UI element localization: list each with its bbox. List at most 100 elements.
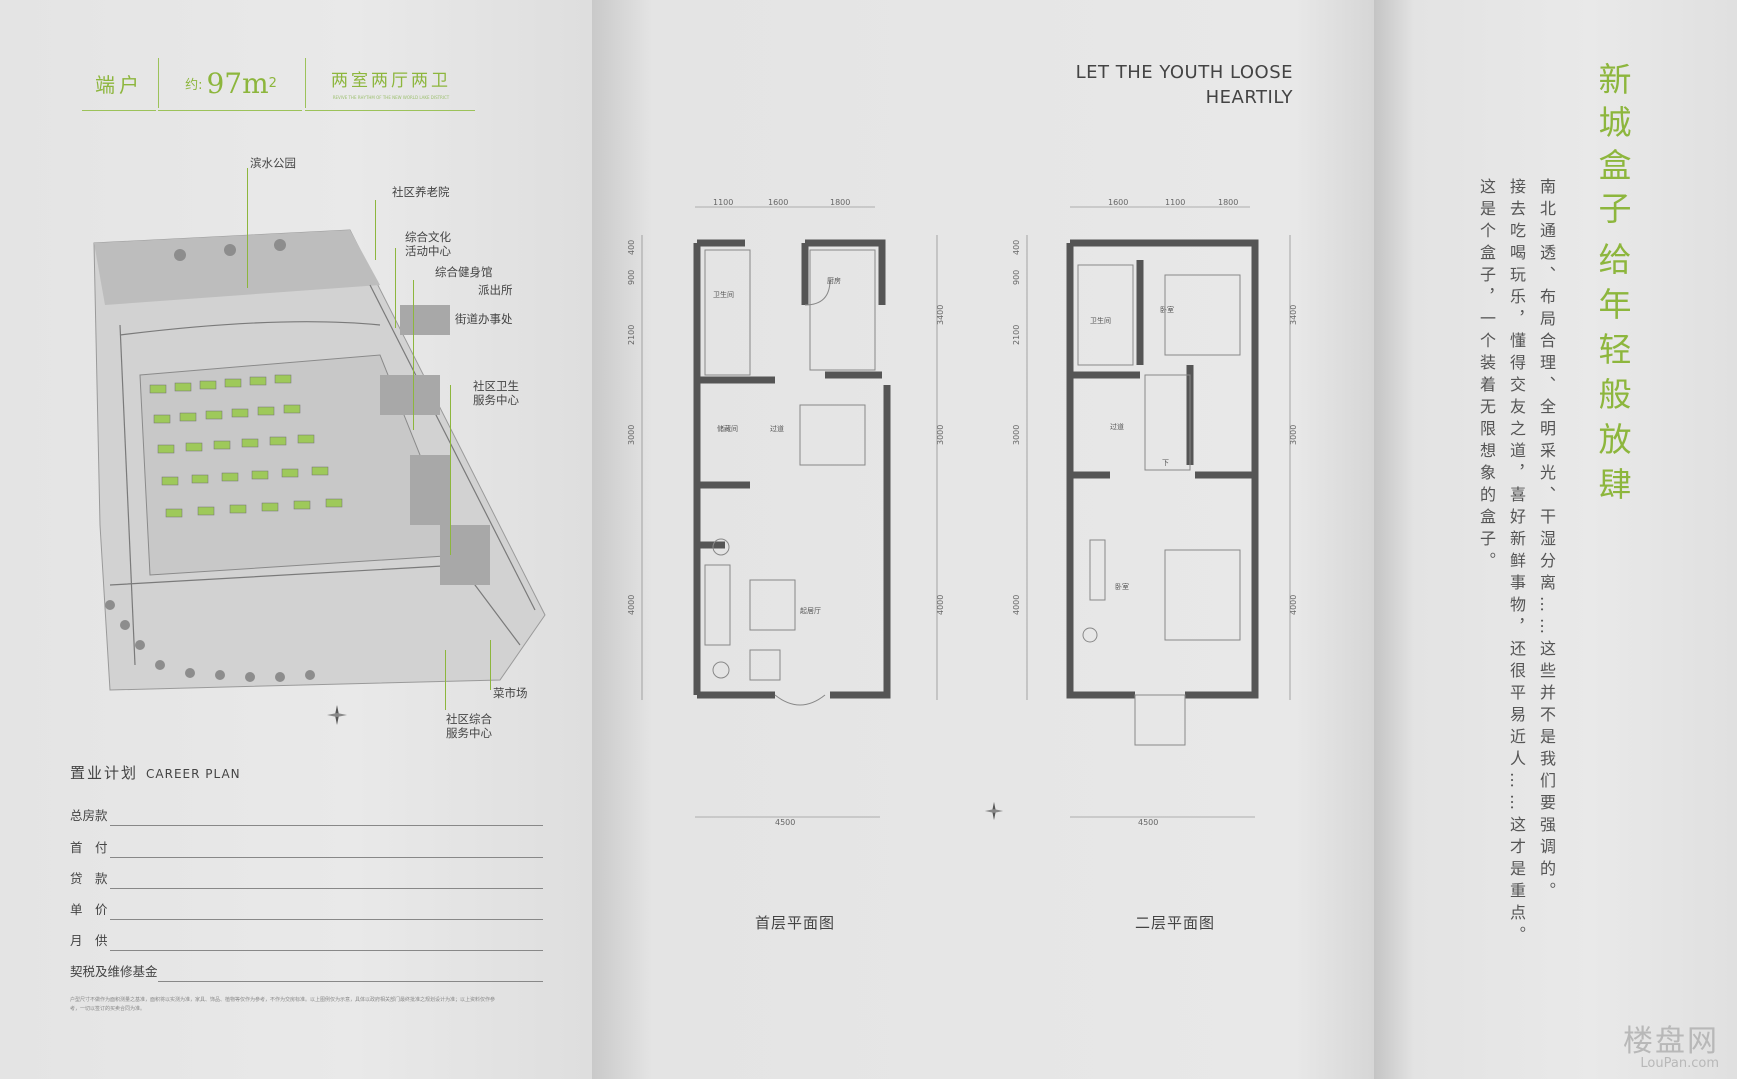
header-rule [305, 110, 475, 111]
upper-dim-left-3: 2100 [1012, 325, 1021, 345]
upper-dim-bottom: 4500 [1138, 818, 1158, 827]
callout-line [247, 168, 248, 288]
callout-line [450, 385, 451, 555]
room-label: 过道 [770, 424, 784, 433]
upper-floor-plan: 1600 1100 1800 4500 400 900 2100 3000 40… [1012, 198, 1298, 827]
vertical-body-1: 南北通透、布局合理、全明采光、干湿分离……这些并不是我们要强调的。 [1537, 178, 1556, 904]
fill-line [110, 950, 543, 951]
ground-floor-plan: 1100 1600 1800 4500 400 900 2100 3000 40… [627, 198, 945, 827]
callout-line [413, 280, 414, 430]
ground-dim-top-3: 1800 [830, 198, 850, 207]
ground-dim-left-3: 2100 [627, 325, 636, 345]
layout-subtext: REVIVE THE RHYTHM OF THE NEW WORLD LAKE … [332, 95, 450, 100]
ground-dim-right-1: 3400 [936, 305, 945, 325]
site-plan-illustration [93, 229, 546, 691]
area-value: 97m [206, 66, 269, 100]
slogan: LET THE YOUTH LOOSE HEARTILY [1000, 60, 1293, 110]
ground-dim-left-5: 4000 [627, 595, 636, 615]
ground-dim-left-4: 3000 [627, 425, 636, 445]
vertical-title-2: 给年轻般放肆 [1593, 242, 1632, 512]
upper-dim-left-1: 400 [1012, 240, 1021, 255]
room-label: 厨房 [827, 276, 841, 285]
callout-line [395, 248, 396, 328]
compass-icon [327, 705, 347, 725]
career-row-label: 贷 款 [70, 871, 108, 886]
room-label: 储藏间 [717, 424, 738, 433]
career-row-down-payment: 首 付 [70, 838, 543, 858]
slogan-line1: LET THE YOUTH LOOSE [1075, 62, 1293, 83]
room-label: 过道 [1110, 422, 1124, 431]
fill-line [110, 919, 543, 920]
callout-line [490, 640, 491, 690]
ground-floor-caption: 首层平面图 [755, 914, 836, 932]
slogan-line2: HEARTILY [1205, 87, 1293, 108]
callout-service-center: 社区综合 服务中心 [446, 712, 492, 740]
ground-dim-right-2: 3000 [936, 425, 945, 445]
career-title-en: CAREER PLAN [146, 767, 241, 781]
header-rule [82, 110, 156, 111]
upper-dim-left-4: 3000 [1012, 425, 1021, 445]
ground-dim-right-3: 4000 [936, 595, 945, 615]
area-prefix: 约: [185, 77, 203, 93]
upper-dim-right-2: 3000 [1289, 425, 1298, 445]
callout-market: 菜市场 [493, 686, 528, 700]
layout-text: 两室两厅两卫 [331, 71, 451, 91]
callout-line [445, 650, 446, 710]
watermark: 楼盘网 LouPan.com [1623, 1016, 1719, 1071]
room-label: 下 [1162, 459, 1169, 467]
ground-dim-left-2: 900 [627, 270, 636, 285]
upper-dim-left-2: 900 [1012, 270, 1021, 285]
callout-line [375, 200, 376, 260]
fill-line [158, 981, 543, 982]
room-label: 卫生间 [713, 290, 734, 299]
career-row-label: 单 价 [70, 902, 108, 917]
vertical-title-1: 新城盒子 [1593, 62, 1632, 234]
ground-dim-top-2: 1600 [768, 198, 788, 207]
career-row-loan: 贷 款 [70, 869, 543, 889]
career-row-monthly: 月 供 [70, 931, 543, 951]
upper-dim-right-1: 3400 [1289, 305, 1298, 325]
upper-floor-caption: 二层平面图 [1135, 914, 1216, 932]
upper-dim-top-1: 1600 [1108, 198, 1128, 207]
career-row-label: 月 供 [70, 933, 108, 948]
watermark-text: 楼盘网 [1623, 1024, 1719, 1059]
fill-line [110, 825, 543, 826]
career-row-label: 总房款 [70, 808, 108, 823]
career-row-unit-price: 单 价 [70, 900, 543, 920]
callout-nursing-home: 社区养老院 [392, 185, 450, 199]
room-label: 卧室 [1115, 582, 1129, 591]
career-row-tax-fund: 契税及维修基金 [70, 962, 543, 982]
callout-gym: 综合健身馆 [435, 265, 493, 279]
vertical-body-2: 接去吃喝玩乐，懂得交友之道，喜好新鲜事物，还很平易近人……这才是重点。 [1507, 178, 1526, 948]
upper-dim-right-3: 4000 [1289, 595, 1298, 615]
disclaimer-text: 户型尺寸不做作为面积测量之基准，面积将以实测为准，家具、饰品、植物等仅作为参考，… [70, 997, 496, 1012]
vertical-body-3: 这是个盒子，一个装着无限想象的盒子。 [1477, 178, 1496, 574]
watermark-url: LouPan.com [1640, 1056, 1719, 1071]
ground-dim-top-1: 1100 [713, 198, 733, 207]
ground-dim-left-1: 400 [627, 240, 636, 255]
callout-waterfront-park: 滨水公园 [250, 156, 296, 170]
compass-icon [984, 801, 1004, 821]
header-rule [158, 110, 302, 111]
right-panel [1374, 0, 1737, 1079]
career-plan-title: 置业计划 CAREER PLAN [70, 762, 241, 783]
unit-type-label: 端户 [95, 72, 143, 97]
career-row-label: 契税及维修基金 [70, 964, 158, 979]
room-label: 起居厅 [800, 607, 821, 615]
callout-culture-center: 综合文化 活动中心 [405, 230, 451, 258]
layout-label: 两室两厅两卫 REVIVE THE RHYTHM OF THE NEW WORL… [305, 58, 476, 108]
room-label: 卧室 [1160, 305, 1174, 314]
career-row-total: 总房款 [70, 806, 543, 826]
career-row-label: 首 付 [70, 840, 108, 855]
callout-health-center: 社区卫生 服务中心 [473, 379, 519, 407]
upper-dim-top-3: 1800 [1218, 198, 1238, 207]
fill-line [110, 857, 543, 858]
upper-dim-top-2: 1100 [1165, 198, 1185, 207]
callout-police-station: 派出所 [478, 283, 513, 297]
career-title-cn: 置业计划 [70, 764, 139, 782]
upper-dim-left-5: 4000 [1012, 595, 1021, 615]
fill-line [110, 888, 543, 889]
area-sup: 2 [268, 75, 277, 91]
callout-street-office: 街道办事处 [455, 312, 513, 326]
